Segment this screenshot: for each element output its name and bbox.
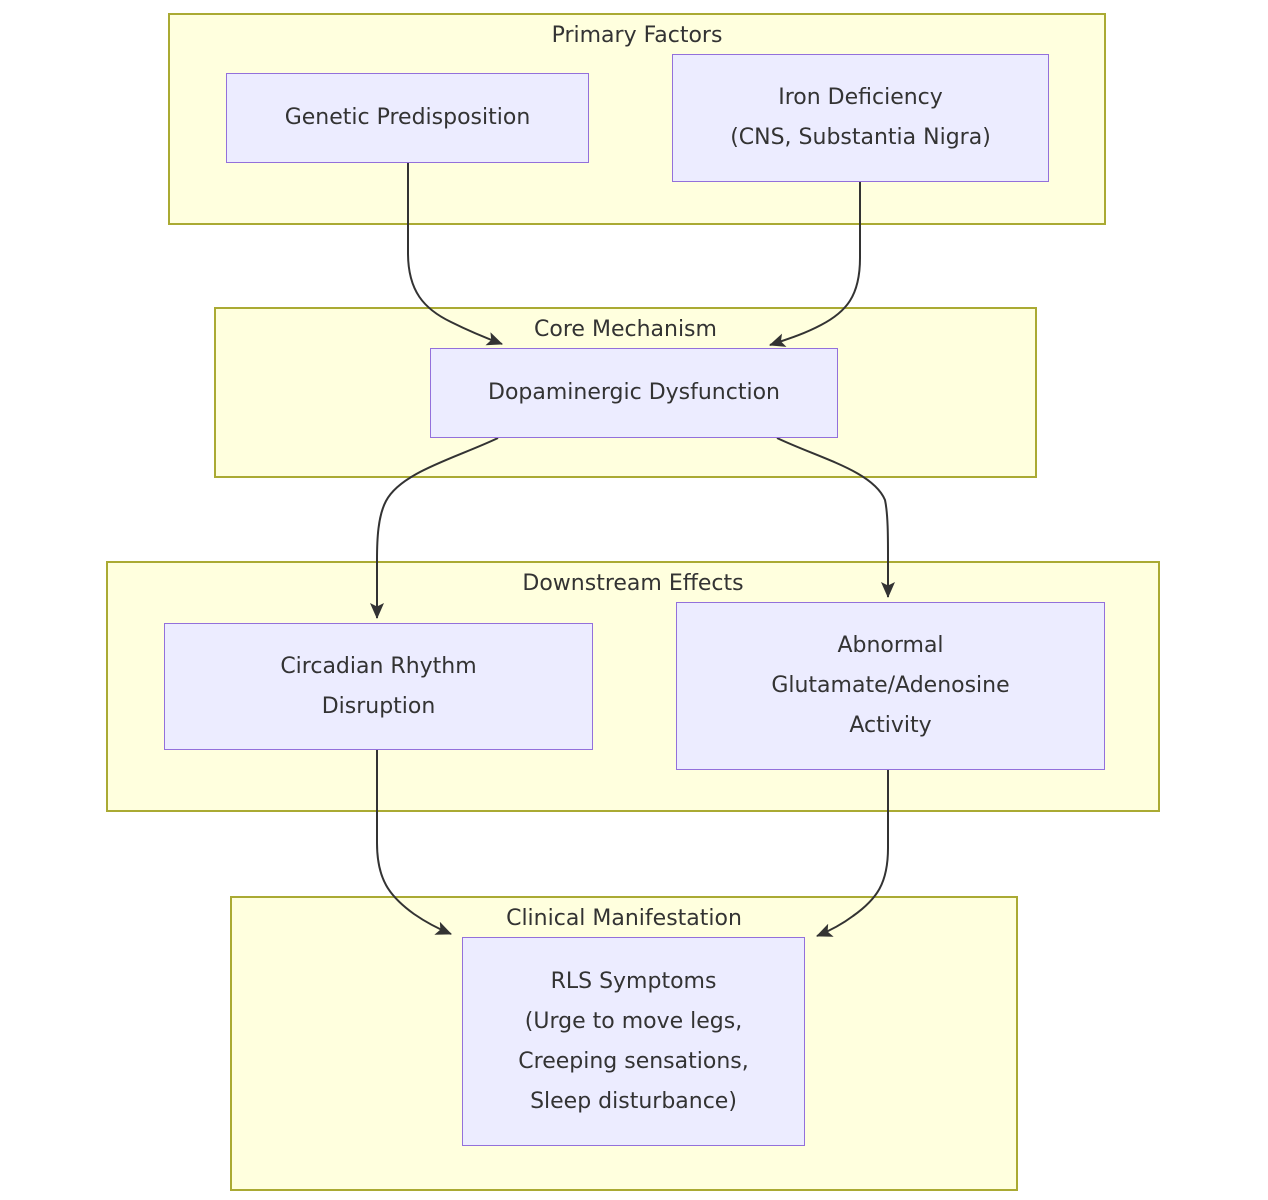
- node-label-line: Glutamate/Adenosine: [771, 673, 1010, 698]
- node-label-line: Circadian Rhythm: [280, 653, 477, 679]
- cluster-title-clinical-manifestation: Clinical Manifestation: [506, 906, 742, 931]
- node-rls-symptoms: RLS Symptoms (Urge to move legs, Creepin…: [462, 937, 805, 1146]
- node-label-line: Dopaminergic Dysfunction: [488, 380, 780, 405]
- node-label-line: Iron Deficiency: [778, 85, 943, 110]
- node-label-line: (Urge to move legs,: [524, 1008, 743, 1034]
- node-label-line: RLS Symptoms: [550, 968, 717, 994]
- cluster-title-downstream-effects: Downstream Effects: [522, 571, 744, 596]
- node-label-line: Sleep disturbance): [530, 1088, 737, 1114]
- node-label-line: Genetic Predisposition: [284, 105, 531, 130]
- node-dopaminergic-dysfunction: Dopaminergic Dysfunction: [430, 348, 838, 438]
- node-circadian-rhythm-disruption: Circadian Rhythm Disruption: [164, 623, 593, 750]
- node-label-line: Creeping sensations,: [518, 1048, 749, 1074]
- cluster-title-core-mechanism: Core Mechanism: [534, 317, 717, 342]
- node-abnormal-glutamate-adenosine-activity: Abnormal Glutamate/Adenosine Activity: [676, 602, 1105, 770]
- node-label-line: Activity: [849, 713, 932, 738]
- node-label-line: Disruption: [321, 693, 436, 719]
- cluster-title-primary-factors: Primary Factors: [551, 23, 723, 48]
- node-label-line: Abnormal: [837, 633, 944, 658]
- node-label-line: (CNS, Substantia Nigra): [730, 125, 991, 150]
- node-genetic-predisposition: Genetic Predisposition: [226, 73, 589, 163]
- node-iron-deficiency: Iron Deficiency (CNS, Substantia Nigra): [672, 54, 1049, 182]
